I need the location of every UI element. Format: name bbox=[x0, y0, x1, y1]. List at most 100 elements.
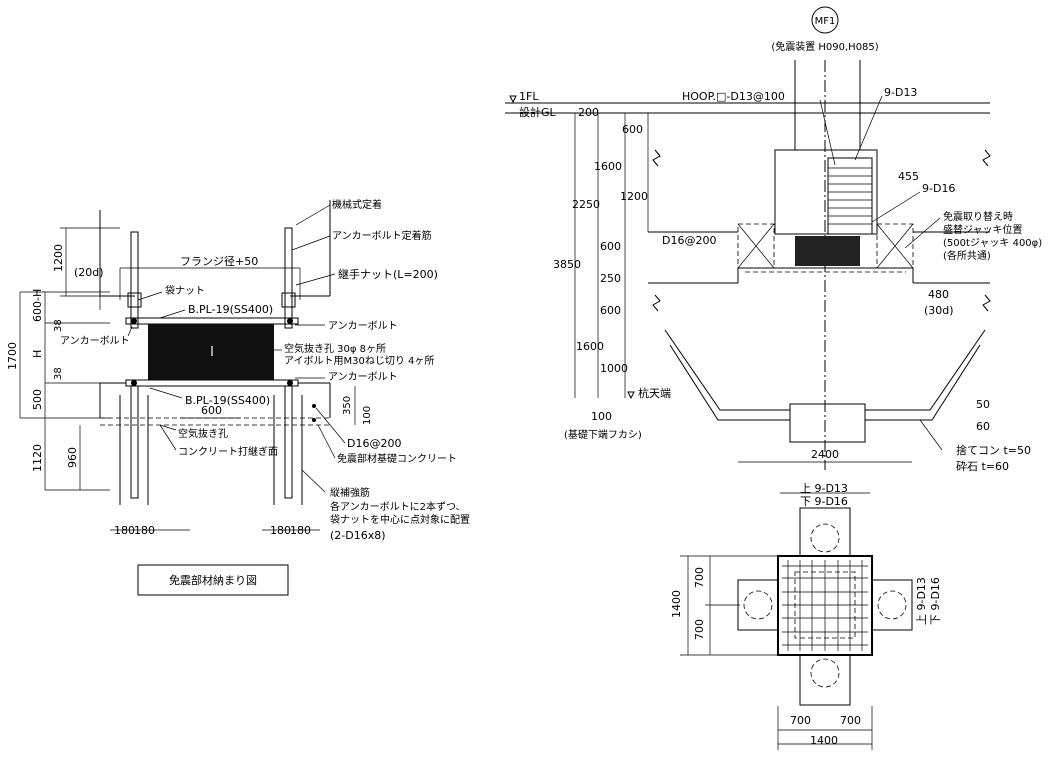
dim-1600-a: 1600 bbox=[594, 160, 622, 173]
break-mark bbox=[652, 149, 661, 167]
dim-600-h: 600-H bbox=[31, 289, 44, 322]
dim-180-d: 180 bbox=[290, 524, 311, 537]
jack-circle-left bbox=[743, 590, 773, 620]
device-label: (免震装置 H090,H085) bbox=[771, 40, 878, 53]
dim-350: 350 bbox=[342, 396, 353, 415]
leader bbox=[854, 95, 883, 161]
jack-circle-right bbox=[877, 590, 907, 620]
footing-square bbox=[777, 555, 873, 656]
leader bbox=[137, 291, 163, 301]
leader bbox=[127, 326, 133, 337]
anchor-bolt-bottom-left bbox=[130, 385, 139, 499]
dim-480: 480 bbox=[928, 288, 949, 301]
dim-1120: 1120 bbox=[31, 444, 44, 472]
plan-side-bottom: 下 9-D16 bbox=[929, 577, 942, 625]
label-hoop: HOOP.□-D13@100 bbox=[682, 90, 785, 103]
dim-3850: 3850 bbox=[553, 258, 581, 271]
label-base-bottom: (基礎下端フカシ) bbox=[564, 428, 642, 441]
dim-600-c: 600 bbox=[600, 304, 621, 317]
dim-h: H bbox=[31, 350, 44, 358]
label-anchor-bolt-left: アンカーボルト bbox=[60, 335, 130, 347]
pedestal bbox=[774, 149, 878, 235]
dim-60: 60 bbox=[976, 420, 990, 433]
dim-20d: (20d) bbox=[74, 266, 104, 279]
dim-600-a: 600 bbox=[622, 123, 643, 136]
base-plate-bottom bbox=[125, 379, 299, 387]
leader bbox=[159, 309, 186, 319]
bolt-head bbox=[287, 318, 293, 324]
anchor-bolt-bottom-right bbox=[284, 385, 293, 499]
break-mark bbox=[982, 149, 991, 167]
bolt-head bbox=[131, 380, 137, 386]
leader bbox=[819, 99, 836, 166]
label-9d13: 9-D13 bbox=[884, 86, 917, 99]
dim-200: 200 bbox=[578, 106, 599, 119]
dim-600: 600 bbox=[201, 404, 222, 417]
label-base-concrete: 免震部材基礎コンクリート bbox=[337, 452, 457, 465]
dim-38-bottom: 38 bbox=[53, 367, 64, 380]
jack-circle-top bbox=[810, 523, 840, 553]
label-anchor-bolt-r1: アンカーボルト bbox=[328, 320, 398, 332]
footing-slope-right-inner bbox=[865, 344, 981, 421]
leader bbox=[919, 419, 943, 451]
dim-960: 960 bbox=[66, 447, 79, 468]
drawing-title: 免震部材納まり図 bbox=[169, 573, 257, 587]
label-bag-nut: 袋ナット bbox=[165, 284, 205, 297]
isolator-rubber bbox=[148, 324, 274, 380]
label-eye-bolt: アイボルト用M30ねじ切り 4ヶ所 bbox=[284, 355, 434, 367]
dim-455: 455 bbox=[898, 170, 919, 183]
plan-side-top: 上 9-D13 bbox=[915, 577, 928, 625]
label-bpl-top: B.PL-19(SS400) bbox=[188, 303, 273, 316]
label-replace-2: 盛替ジャッキ位置 bbox=[943, 223, 1023, 236]
rebar-hatching bbox=[828, 167, 872, 225]
plan-dim-1400-v: 1400 bbox=[670, 590, 683, 618]
label-vertical-reinf: 縦補強筋 bbox=[330, 486, 370, 499]
beam-stub-top bbox=[799, 507, 851, 557]
footing-plan: 上 9-D13 下 9-D16 bbox=[670, 482, 942, 750]
label-d16-200: D16@200 bbox=[347, 437, 401, 450]
plan-rebar-grid bbox=[782, 560, 868, 651]
leader bbox=[295, 273, 336, 286]
isolator-section bbox=[795, 236, 860, 266]
leader bbox=[295, 204, 331, 226]
footing-slope-left bbox=[664, 329, 790, 411]
dim-2400: 2400 bbox=[811, 448, 839, 461]
plan-dim-1400-h: 1400 bbox=[810, 734, 838, 747]
plan-dim-700-c: 700 bbox=[790, 714, 811, 727]
coupler-nut-right bbox=[281, 292, 296, 308]
plan-top-bars: 上 9-D13 bbox=[800, 482, 848, 495]
label-anchor-reinf: アンカーボルト定着筋 bbox=[332, 229, 432, 242]
leader bbox=[159, 424, 177, 451]
plan-bottom-bars: 下 9-D16 bbox=[800, 495, 848, 508]
pile-outline bbox=[794, 571, 856, 639]
level-gl: 設計GL bbox=[519, 105, 557, 119]
mark-circle bbox=[811, 6, 839, 34]
dim-1200: 1200 bbox=[620, 190, 648, 203]
label-vent-hole: 空気抜き孔 30φ 8ヶ所 bbox=[284, 342, 386, 355]
dim-250: 250 bbox=[600, 272, 621, 285]
leader bbox=[315, 407, 346, 444]
dim-1000: 1000 bbox=[600, 362, 628, 375]
label-replace-1: 免震取り替え時 bbox=[943, 210, 1013, 223]
mark-label: MF1 bbox=[815, 16, 836, 27]
label-coupler-nut: 継手ナット(L=200) bbox=[338, 267, 438, 281]
label-9d16: 9-D16 bbox=[922, 182, 955, 195]
bolt-head bbox=[131, 318, 137, 324]
bolt-head bbox=[287, 380, 293, 386]
label-gravel: 砕石 t=60 bbox=[956, 459, 1009, 473]
leader bbox=[159, 424, 177, 431]
jack-circle-bottom bbox=[810, 658, 840, 688]
dim-100: 100 bbox=[362, 406, 373, 425]
level-pile-top: 杭天端 bbox=[638, 386, 671, 400]
dim-50: 50 bbox=[976, 398, 990, 411]
label-bpl-bottom: B.PL-19(SS400) bbox=[185, 394, 270, 407]
dim-38-top: 38 bbox=[53, 319, 64, 332]
leader bbox=[149, 387, 183, 399]
footing-top bbox=[737, 267, 914, 283]
dim-2250: 2250 bbox=[572, 198, 600, 211]
label-mechanical-anchor: 機械式定着 bbox=[332, 198, 382, 211]
leader bbox=[871, 191, 921, 223]
label-note-3: (2-D16x8) bbox=[330, 529, 386, 542]
dim-30d: (30d) bbox=[924, 304, 954, 317]
